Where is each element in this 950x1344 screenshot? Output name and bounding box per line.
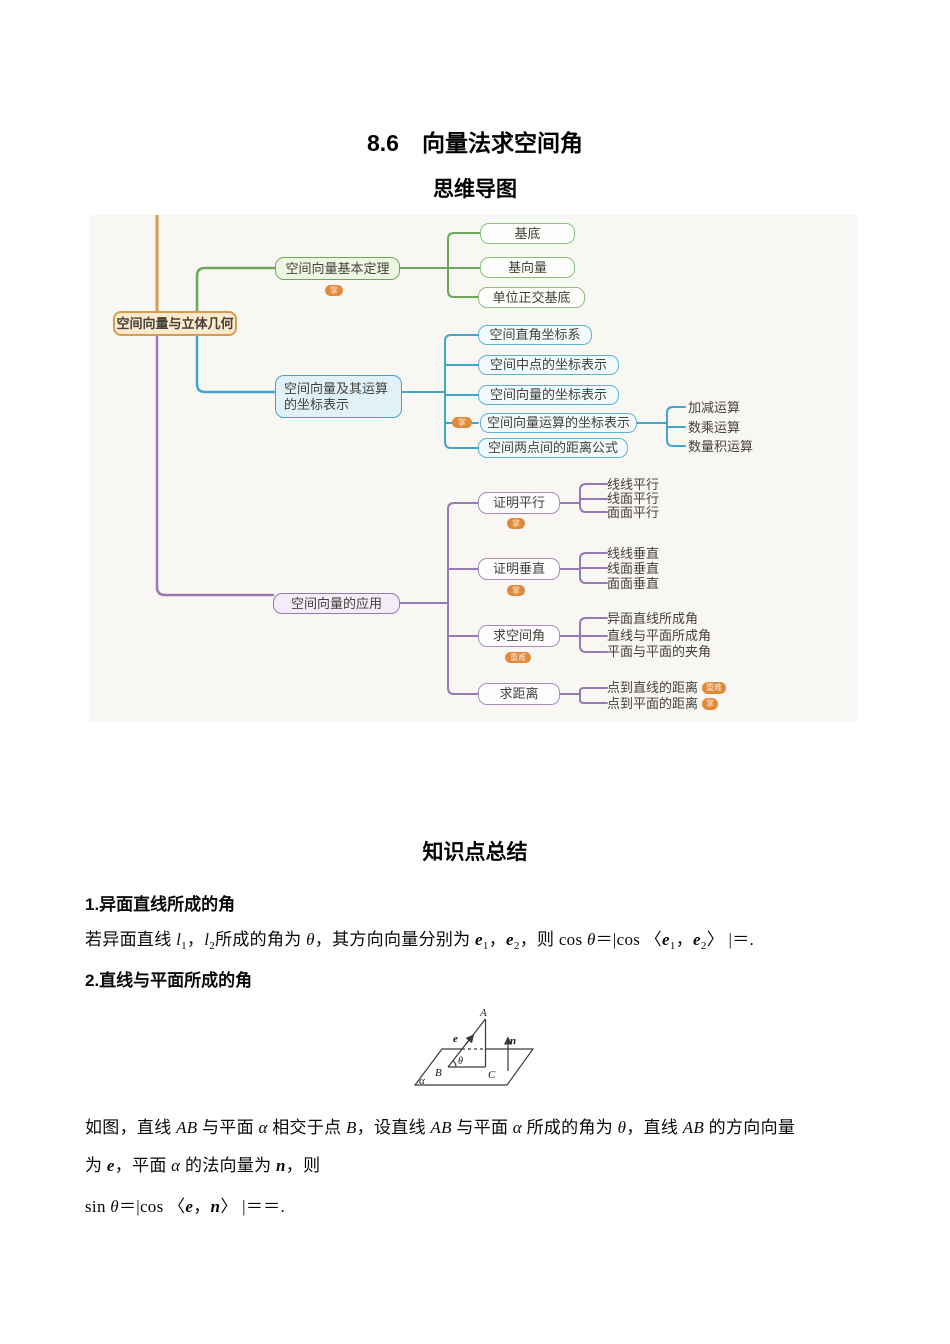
mindmap-node: 空间向量的坐标表示 bbox=[478, 385, 619, 405]
mindmap-node: 求距离 bbox=[478, 683, 560, 705]
label-B: B bbox=[435, 1067, 442, 1079]
mindmap-leaf: 面面平行 bbox=[607, 505, 660, 520]
label-n: n bbox=[510, 1035, 516, 1047]
mindmap-node: 基底 bbox=[480, 223, 575, 244]
connector-line bbox=[195, 333, 277, 394]
mastery-badge: 掌 bbox=[325, 285, 343, 296]
mindmap-node: 证明垂直 bbox=[478, 558, 560, 580]
mastery-badge: 重难 bbox=[505, 652, 531, 663]
mindmap-node-branch3: 空间向量的应用 bbox=[273, 593, 400, 614]
mindmap-leaf: 线线垂直 bbox=[607, 546, 660, 561]
mindmap-leaf: 数量积运算 bbox=[688, 439, 754, 454]
mindmap-node-branch2: 空间向量及其运算 的坐标表示 bbox=[275, 375, 402, 418]
label-alpha: α bbox=[419, 1075, 425, 1087]
point2-heading: 2.直线与平面所成的角 bbox=[85, 971, 253, 990]
label-A: A bbox=[479, 1007, 487, 1019]
mindmap-root-node: 空间向量与立体几何 bbox=[113, 311, 237, 336]
mindmap-node: 空间直角坐标系 bbox=[478, 325, 592, 345]
theta-arc bbox=[452, 1060, 457, 1068]
mindmap-leaf: 线线平行 bbox=[607, 477, 660, 492]
connector-line bbox=[195, 266, 277, 314]
mindmap-leaf: 线面垂直 bbox=[607, 561, 660, 576]
mindmap-node: 空间两点间的距离公式 bbox=[478, 438, 628, 458]
mindmap-connectors bbox=[155, 215, 686, 704]
mindmap-leaf: 线面平行 bbox=[607, 491, 660, 506]
point1-heading: 1.异面直线所成的角 bbox=[85, 895, 236, 914]
mindmap-leaf: 加减运算 bbox=[688, 400, 741, 415]
leaf-label: 点到直线的距离 bbox=[607, 680, 699, 695]
connector-line bbox=[559, 687, 608, 704]
mindmap-leaf: 异面直线所成角 bbox=[607, 611, 699, 626]
mindmap-node: 空间中点的坐标表示 bbox=[478, 355, 619, 375]
connector-line bbox=[401, 334, 479, 449]
mindmap-canvas: 空间向量与立体几何 空间向量基本定理 掌 基底 基向量 单位正交基底 空间向量及… bbox=[90, 215, 858, 722]
mastery-badge: 重难 bbox=[702, 681, 727, 694]
mindmap-node: 单位正交基底 bbox=[478, 287, 585, 308]
summary-section-title: 知识点总结 bbox=[422, 841, 528, 864]
mindmap-leaf: 点到平面的距离 掌 bbox=[607, 696, 719, 711]
mindmap-leaf: 数乘运算 bbox=[688, 420, 741, 435]
point2-formula-line: sin θ＝|cos 〈e，n〉 |＝＝. bbox=[85, 1197, 286, 1216]
mindmap-node: 证明平行 bbox=[478, 492, 560, 514]
connector-line bbox=[399, 232, 481, 298]
vector-e-arrow bbox=[465, 1034, 475, 1045]
mastery-badge: 掌 bbox=[702, 697, 719, 710]
line-plane-angle-figure: A B C α θ e n bbox=[413, 1007, 535, 1087]
connector-line bbox=[399, 502, 479, 695]
connector-line bbox=[155, 333, 275, 597]
branch2-label-line2: 的坐标表示 bbox=[284, 396, 350, 412]
mindmap-node: 基向量 bbox=[480, 257, 575, 278]
connector-line bbox=[559, 552, 608, 584]
branch2-label-line1: 空间向量及其运算 bbox=[284, 380, 389, 396]
mindmap-node: 求空间角 bbox=[478, 625, 560, 647]
mindmap-leaf: 平面与平面的夹角 bbox=[607, 644, 712, 659]
mindmap-leaf: 直线与平面所成角 bbox=[607, 628, 712, 643]
connector-line bbox=[559, 483, 608, 513]
connector-line bbox=[559, 617, 608, 653]
mastery-badge: 掌 bbox=[507, 585, 525, 596]
mindmap-leaf: 点到直线的距离 重难 bbox=[607, 680, 727, 695]
connector-line bbox=[636, 406, 686, 447]
mindmap-leaf: 面面垂直 bbox=[607, 576, 660, 591]
plane-parallelogram bbox=[413, 1048, 535, 1086]
mindmap-section-title: 思维导图 bbox=[433, 178, 517, 201]
point2-paragraph-line1: 如图，直线 AB 与平面 α 相交于点 B，设直线 AB 与平面 α 所成的角为… bbox=[85, 1118, 796, 1137]
leaf-label: 点到平面的距离 bbox=[607, 696, 699, 711]
mastery-badge: 掌 bbox=[507, 518, 525, 529]
mindmap-node: 空间向量运算的坐标表示 bbox=[480, 413, 637, 433]
page-title: 8.6 向量法求空间角 bbox=[367, 130, 583, 156]
mindmap-node-branch1: 空间向量基本定理 bbox=[275, 257, 400, 280]
point2-paragraph-line2: 为 e，平面 α 的法向量为 n，则 bbox=[85, 1156, 321, 1175]
point1-paragraph: 若异面直线 l1，l2所成的角为 θ，其方向向量分别为 e1，e2，则 cos … bbox=[85, 930, 755, 952]
mastery-badge: 掌 bbox=[452, 417, 472, 428]
label-C: C bbox=[488, 1069, 496, 1081]
label-theta: θ bbox=[458, 1056, 463, 1067]
label-e: e bbox=[453, 1033, 458, 1045]
